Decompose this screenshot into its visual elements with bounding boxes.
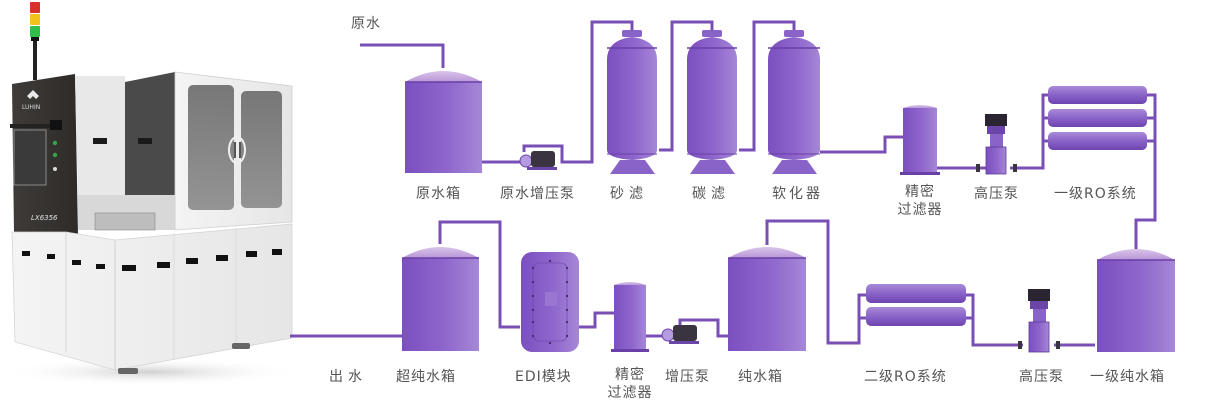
pipe — [739, 20, 796, 152]
door-handle — [228, 136, 246, 164]
label-line: 精密 — [905, 184, 935, 200]
label-ultrapure-water-tank: 超纯水箱 — [396, 369, 456, 385]
label-raw-water-booster-pump: 原水增压泵 — [500, 186, 575, 202]
label-carbon-filter: 碳滤 — [692, 186, 730, 202]
label-precision-filter-2: 精密 过滤器 — [598, 366, 662, 402]
label-pure-water-tank: 纯水箱 — [738, 369, 783, 385]
floor-shadow — [0, 358, 300, 386]
label-primary-pure-water-tank: 一级纯水箱 — [1090, 369, 1165, 385]
signal-tower — [30, 2, 40, 80]
high-pressure-pump-1 — [976, 114, 1017, 175]
label-precision-filter-1: 精密 过滤器 — [888, 183, 952, 219]
model-label: LX6356 — [31, 214, 58, 222]
green-light — [30, 26, 40, 37]
pipes — [290, 20, 1157, 347]
indicator-light — [52, 140, 58, 146]
pipe — [1010, 93, 1048, 170]
yellow-light — [30, 14, 40, 25]
raw-water-tank — [405, 71, 482, 173]
label-raw-water-inlet: 原水 — [351, 16, 381, 32]
label-line: 过滤器 — [607, 385, 653, 401]
loading-tray — [94, 212, 156, 231]
pipe — [966, 293, 1023, 347]
ultrapure-water-tank — [402, 247, 479, 351]
pipe-raw-water-inlet — [360, 43, 445, 68]
label-raw-water-tank: 原水箱 — [416, 186, 461, 202]
label-edi-module: EDI模块 — [515, 369, 572, 385]
label-line: 过滤器 — [897, 202, 943, 218]
pipe — [678, 318, 728, 338]
casters — [118, 343, 250, 374]
label-high-pressure-pump-2: 高压泵 — [1019, 369, 1064, 385]
raw-water-booster-pump — [519, 151, 557, 170]
precision-filter-2 — [611, 282, 649, 352]
equipment-illustration: LUHIN LX6356 — [0, 2, 300, 386]
base-handles — [22, 249, 282, 271]
pipe — [659, 20, 714, 152]
label-line: 精密 — [615, 367, 645, 383]
brand-name: LUHIN — [22, 104, 40, 111]
ro-stage-1-membranes — [1048, 86, 1147, 150]
pipe — [522, 20, 634, 164]
label-booster-pump: 增压泵 — [665, 369, 710, 385]
glass-door-left — [188, 85, 234, 210]
softener — [768, 30, 820, 174]
edi-module — [521, 252, 579, 352]
ro-stage-2-membranes — [866, 284, 966, 326]
indicator-light — [52, 152, 58, 158]
label-water-outlet: 出水 — [329, 369, 367, 385]
mid-panel — [75, 76, 125, 195]
label-high-pressure-pump-1: 高压泵 — [974, 186, 1019, 202]
primary-pure-water-tank — [1097, 249, 1175, 352]
brand-logo-icon — [27, 90, 39, 99]
label-ro-stage-1: 一级RO系统 — [1054, 186, 1137, 202]
pure-water-tank — [728, 247, 806, 351]
pipe — [1134, 93, 1157, 250]
emergency-stop-button — [50, 120, 62, 130]
monitor-screen — [13, 129, 47, 186]
indicator-light — [53, 167, 57, 171]
inner-chamber — [125, 72, 175, 225]
high-pressure-pump-2 — [1018, 289, 1060, 353]
label-softener: 软化器 — [772, 186, 823, 202]
red-light — [30, 2, 40, 13]
panel-handle — [138, 138, 152, 144]
label-ro-stage-2: 二级RO系统 — [864, 369, 947, 385]
panel-handle — [93, 138, 107, 144]
carbon-filter — [687, 30, 737, 174]
pipe — [820, 135, 903, 154]
sand-filter — [607, 30, 657, 174]
pipe — [578, 311, 614, 329]
pipe — [438, 220, 520, 329]
glass-door-right — [241, 91, 282, 208]
label-sand-filter: 砂滤 — [610, 186, 648, 202]
precision-filter-1 — [900, 105, 940, 175]
pipe — [765, 219, 866, 345]
monitor-mount — [10, 124, 60, 128]
booster-pump — [661, 325, 699, 344]
